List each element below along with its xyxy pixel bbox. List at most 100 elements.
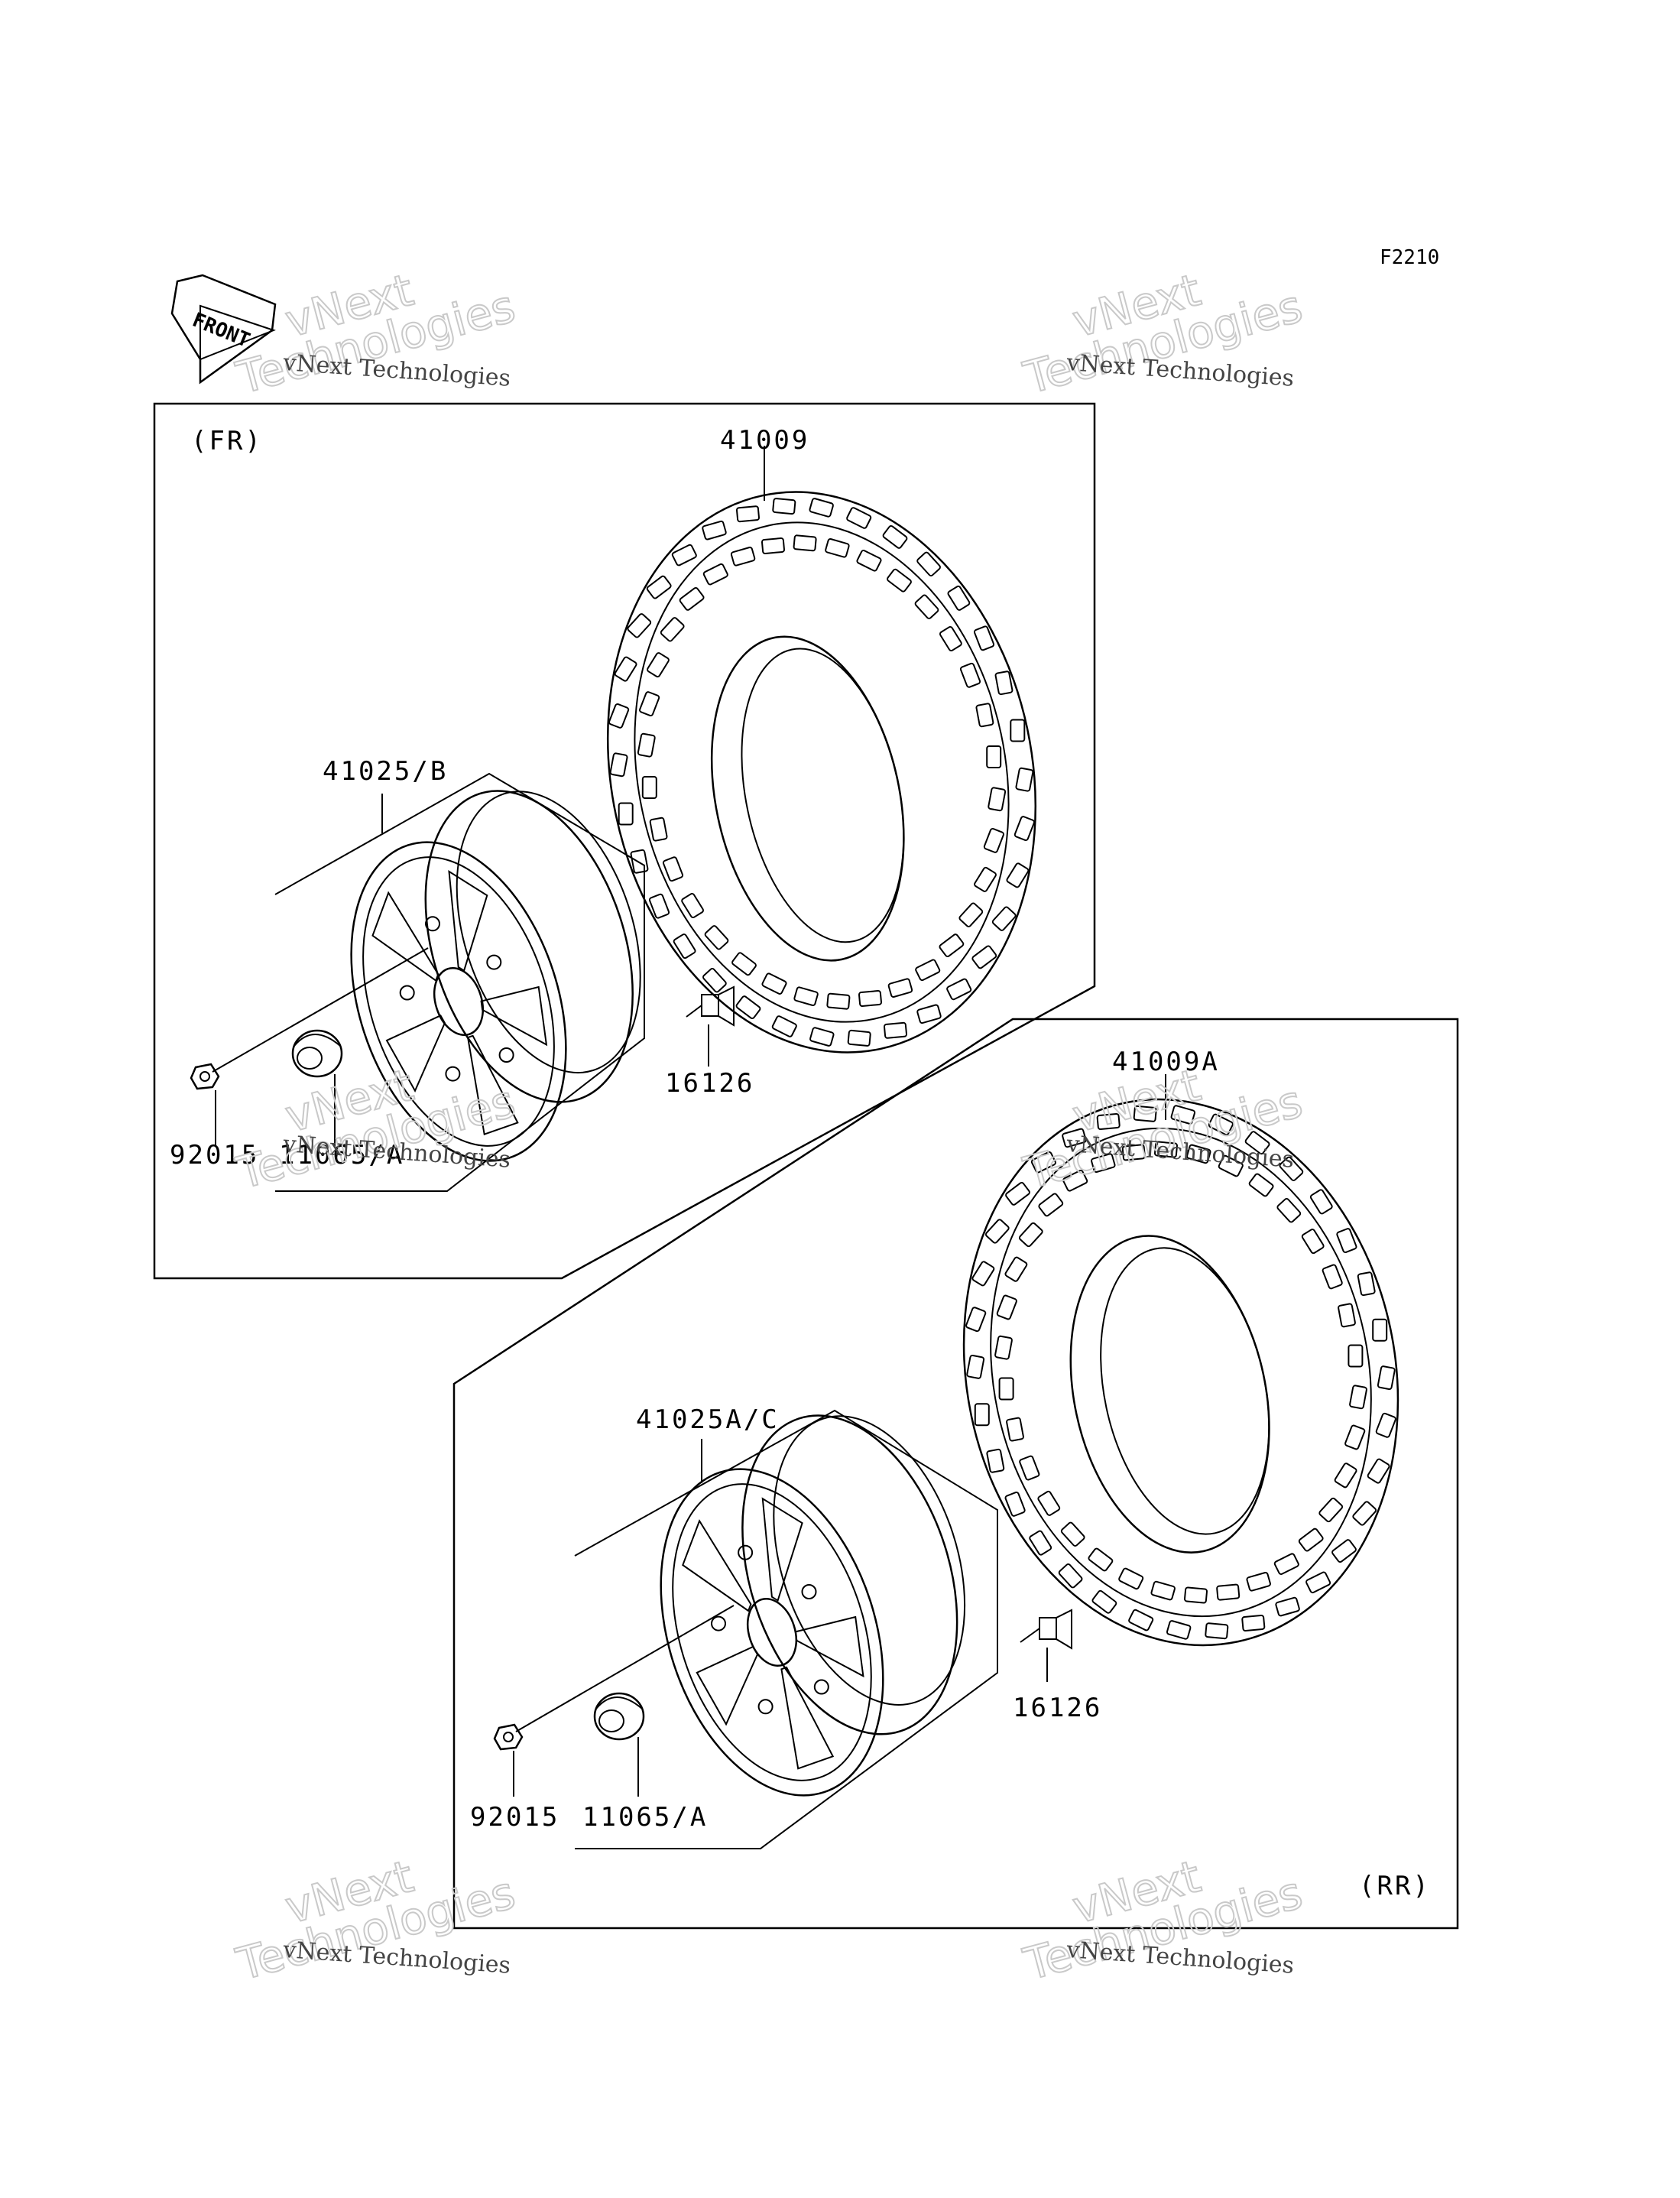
tread-lug xyxy=(809,498,834,518)
tread-lug xyxy=(916,1004,942,1024)
tread-lug xyxy=(1375,1412,1396,1438)
front-nut-icon xyxy=(190,1063,220,1090)
tread-lug xyxy=(1279,1156,1304,1181)
front-cap-label: 11065/A xyxy=(279,1140,404,1170)
tread-lug xyxy=(730,547,756,567)
tread-lug xyxy=(761,972,787,995)
tread-lug xyxy=(1349,1385,1367,1410)
tread-lug xyxy=(1019,1455,1040,1481)
tread-lug xyxy=(1004,1491,1026,1517)
rear-cap-icon xyxy=(593,1692,645,1741)
tread-lug xyxy=(1301,1229,1325,1255)
tread-lug xyxy=(1062,1170,1088,1192)
tread-lug xyxy=(1121,1144,1146,1161)
front-wheel-spokes xyxy=(371,869,548,1136)
lug-hole xyxy=(425,916,440,932)
tread-lug xyxy=(1344,1424,1366,1450)
tread-lug xyxy=(1088,1547,1114,1572)
tread-lug xyxy=(1014,816,1035,842)
front-section-frame xyxy=(153,402,1096,1280)
tread-lug xyxy=(1010,719,1026,742)
tread-lug xyxy=(735,995,761,1020)
lug-hole xyxy=(486,954,502,970)
tread-lug xyxy=(681,892,704,919)
front-tire xyxy=(606,491,1037,1054)
tread-lug xyxy=(1338,1303,1356,1328)
tread-lug xyxy=(1166,1620,1192,1640)
tread-lug xyxy=(772,498,796,515)
tread-lug xyxy=(887,568,912,593)
tread-lug xyxy=(1170,1105,1196,1125)
tread-lug xyxy=(1244,1131,1270,1155)
wheel-spoke xyxy=(780,1666,835,1770)
wheel-spoke xyxy=(448,869,488,972)
tread-lug xyxy=(793,534,817,552)
rear-wheel-box xyxy=(574,1409,998,1849)
front-tire-treads xyxy=(608,498,1035,1047)
tread-lug xyxy=(1005,1181,1030,1206)
tread-lug xyxy=(883,1021,908,1039)
tread-lug xyxy=(847,1029,871,1047)
tread-lug xyxy=(858,990,883,1007)
wheel-spoke xyxy=(682,1519,752,1612)
tread-lug xyxy=(673,933,696,959)
front-section-label: (FR) xyxy=(191,426,263,456)
tread-lug xyxy=(1133,1105,1157,1122)
tread-lug xyxy=(809,1027,835,1047)
tread-lug xyxy=(1037,1490,1061,1516)
tread-lug xyxy=(702,520,727,541)
tread-lug xyxy=(946,978,972,1001)
rear-nut-icon xyxy=(493,1723,524,1751)
tread-lug xyxy=(702,563,728,586)
tread-lug xyxy=(1336,1228,1357,1254)
tread-lug xyxy=(662,856,684,882)
tread-lug xyxy=(1004,1256,1028,1282)
wheel-spoke xyxy=(696,1645,759,1726)
tread-lug xyxy=(974,1403,990,1427)
tread-lug xyxy=(971,1261,995,1287)
tread-lug xyxy=(630,849,649,874)
tread-lug xyxy=(614,656,637,682)
tread-lug xyxy=(1153,1141,1179,1158)
front-label: FRONT xyxy=(189,309,253,352)
tread-lug xyxy=(939,933,965,958)
tread-lug xyxy=(771,1015,797,1037)
tread-lug xyxy=(991,906,1017,931)
tread-lug xyxy=(947,585,971,611)
tread-lug xyxy=(1186,1144,1211,1164)
tread-lug xyxy=(1322,1264,1343,1290)
tread-lug xyxy=(1377,1365,1396,1391)
diagram-code: F2210 xyxy=(1380,246,1439,269)
tread-lug xyxy=(974,866,997,892)
tread-lug xyxy=(1091,1589,1117,1614)
tread-lug xyxy=(984,1219,1010,1244)
tread-lug xyxy=(914,594,939,619)
tread-lug xyxy=(646,575,672,599)
tread-lug xyxy=(1150,1580,1176,1601)
watermark-mid-left: vNext Technologies xyxy=(230,1058,521,1200)
tread-lug xyxy=(704,925,729,950)
tread-lug xyxy=(731,952,757,976)
tread-lug xyxy=(637,732,656,758)
lug-hole xyxy=(801,1584,817,1599)
tread-lug xyxy=(649,817,668,842)
tread-lug xyxy=(641,776,657,799)
lug-hole xyxy=(813,1679,829,1695)
rear-valve-icon xyxy=(1020,1609,1072,1650)
tread-lug xyxy=(1006,862,1030,888)
tread-lug xyxy=(1334,1463,1357,1489)
lug-hole xyxy=(757,1699,774,1715)
tread-lug xyxy=(1248,1173,1274,1197)
tread-lug xyxy=(825,538,850,558)
tread-lug xyxy=(1352,1501,1377,1526)
front-wheel-label: 41025/B xyxy=(323,756,448,787)
tread-lug xyxy=(975,703,994,728)
rear-nut-label: 92015 xyxy=(470,1802,559,1833)
rear-tire-label: 41009A xyxy=(1112,1047,1220,1077)
front-nut-label: 92015 xyxy=(170,1140,259,1170)
tread-lug xyxy=(1348,1344,1364,1368)
tread-lug xyxy=(988,787,1007,812)
tread-lug xyxy=(660,617,685,642)
tread-lug xyxy=(1058,1563,1083,1589)
wheel-spoke xyxy=(385,1015,446,1093)
